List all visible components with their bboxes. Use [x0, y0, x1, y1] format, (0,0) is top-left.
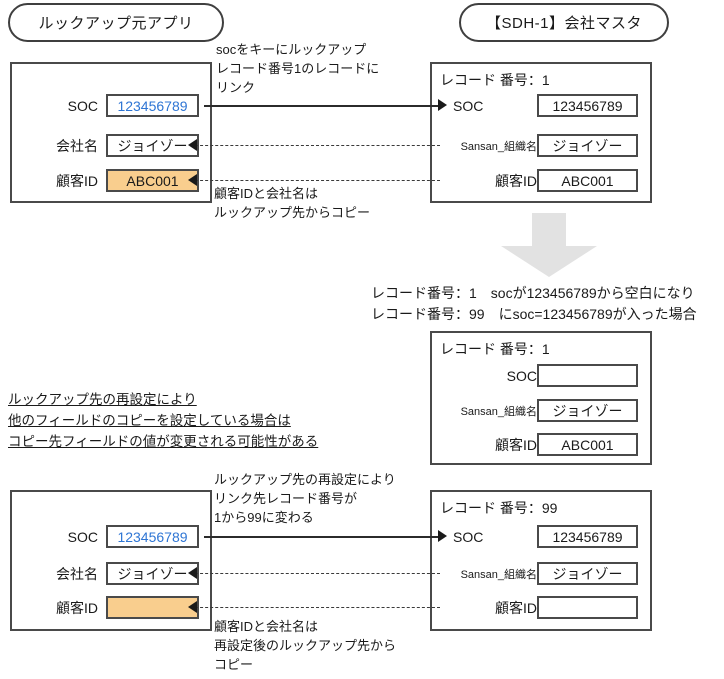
top-source-value-soc[interactable]: 123456789	[106, 94, 199, 117]
top-target-label-customerid: 顧客ID	[495, 172, 537, 189]
middle-value-customerid[interactable]: ABC001	[537, 433, 638, 456]
bottom-target-value-customerid[interactable]	[537, 596, 638, 619]
middle-condition-line2: レコード番号：99 にsoc=123456789が入った場合	[371, 306, 697, 322]
top-target-value-org[interactable]: ジョイゾー	[537, 134, 638, 157]
top-source-value-company[interactable]: ジョイゾー	[106, 134, 199, 157]
title-pill-source-app-label: ルックアップ元アプリ	[38, 15, 194, 32]
warning-line-2: 他のフィールドのコピーを設定している場合は	[8, 413, 291, 428]
title-pill-source-app: ルックアップ元アプリ	[8, 3, 224, 42]
bottom-link-arrow-soc	[438, 530, 447, 542]
bottom-target-card-title: レコード 番号：99	[440, 500, 558, 516]
middle-value-org[interactable]: ジョイゾー	[537, 399, 638, 422]
middle-row-soc: SOC	[437, 364, 638, 387]
bottom-source-row-company: 会社名 ジョイゾー	[20, 562, 199, 585]
top-note-copy: 顧客IDと会社名は ルックアップ先からコピー	[214, 186, 371, 220]
bottom-target-label-soc: SOC	[453, 528, 484, 545]
bottom-source-row-soc: SOC 123456789	[20, 525, 199, 548]
bottom-target-label-org: Sansan_組織名	[460, 568, 537, 581]
middle-row-customerid: 顧客ID ABC001	[437, 433, 638, 456]
top-source-label-soc: SOC	[67, 97, 98, 114]
bottom-source-value-customerid[interactable]	[106, 596, 199, 619]
bottom-source-label-company: 会社名	[56, 565, 98, 582]
flow-down-arrow	[501, 213, 597, 277]
top-target-label-org: Sansan_組織名	[460, 140, 537, 153]
top-copy-line-customerid	[190, 180, 440, 181]
top-link-arrow-soc	[438, 99, 447, 111]
top-target-label-soc: SOC	[453, 97, 484, 114]
bottom-target-value-org[interactable]: ジョイゾー	[537, 562, 638, 585]
middle-value-soc[interactable]	[537, 364, 638, 387]
middle-target-card-title: レコード 番号：1	[440, 341, 550, 357]
top-target-value-customerid[interactable]: ABC001	[537, 169, 638, 192]
top-source-label-customerid: 顧客ID	[56, 172, 98, 189]
bottom-target-row-org: Sansan_組織名 ジョイゾー	[437, 562, 638, 585]
middle-row-org: Sansan_組織名 ジョイゾー	[437, 399, 638, 422]
top-target-card-title: レコード 番号：1	[440, 72, 550, 88]
bottom-target-row-customerid: 顧客ID	[437, 596, 638, 619]
bottom-copy-arrow-company	[188, 567, 197, 579]
top-note-lookup: socをキーにルックアップ レコード番号1のレコードに リンク	[216, 42, 380, 95]
top-link-line-soc	[204, 105, 440, 107]
bottom-source-label-customerid: 顧客ID	[56, 599, 98, 616]
top-source-value-customerid[interactable]: ABC001	[106, 169, 199, 192]
bottom-source-value-company[interactable]: ジョイゾー	[106, 562, 199, 585]
bottom-target-value-soc[interactable]: 123456789	[537, 525, 638, 548]
top-target-value-soc[interactable]: 123456789	[537, 94, 638, 117]
middle-condition-line1: レコード番号：1 socが123456789から空白になり	[371, 285, 695, 301]
bottom-copy-arrow-customerid	[188, 601, 197, 613]
top-copy-line-company	[190, 145, 440, 146]
top-source-row-soc: SOC 123456789	[20, 94, 199, 117]
title-pill-target-app-label: 【SDH-1】会社マスタ	[485, 15, 642, 32]
top-target-row-customerid: 顧客ID ABC001	[437, 169, 638, 192]
bottom-copy-line-company	[190, 573, 440, 574]
top-copy-arrow-company	[188, 139, 197, 151]
top-source-row-company: 会社名 ジョイゾー	[20, 134, 199, 157]
middle-label-soc: SOC	[506, 367, 537, 384]
top-target-row-soc: SOC 123456789	[437, 94, 638, 117]
bottom-source-value-soc[interactable]: 123456789	[106, 525, 199, 548]
middle-label-customerid: 顧客ID	[495, 436, 537, 453]
bottom-note-relink: ルックアップ先の再設定により リンク先レコード番号が 1から99に変わる	[214, 472, 396, 525]
bottom-copy-line-customerid	[190, 607, 440, 608]
bottom-target-label-customerid: 顧客ID	[495, 599, 537, 616]
top-source-row-customerid: 顧客ID ABC001	[20, 169, 199, 192]
top-copy-arrow-customerid	[188, 174, 197, 186]
warning-line-1: ルックアップ先の再設定により	[8, 392, 197, 407]
bottom-target-row-soc: SOC 123456789	[437, 525, 638, 548]
top-target-row-org: Sansan_組織名 ジョイゾー	[437, 134, 638, 157]
bottom-note-copy: 顧客IDと会社名は 再設定後のルックアップ先から コピー	[214, 619, 397, 672]
bottom-source-row-customerid: 顧客ID	[20, 596, 199, 619]
bottom-source-label-soc: SOC	[67, 528, 98, 545]
middle-label-org: Sansan_組織名	[460, 405, 537, 418]
warning-line-3: コピー先フィールドの値が変更される可能性がある	[8, 434, 319, 449]
bottom-link-line-soc	[204, 536, 440, 538]
title-pill-target-app: 【SDH-1】会社マスタ	[459, 3, 669, 42]
top-source-label-company: 会社名	[56, 137, 98, 154]
